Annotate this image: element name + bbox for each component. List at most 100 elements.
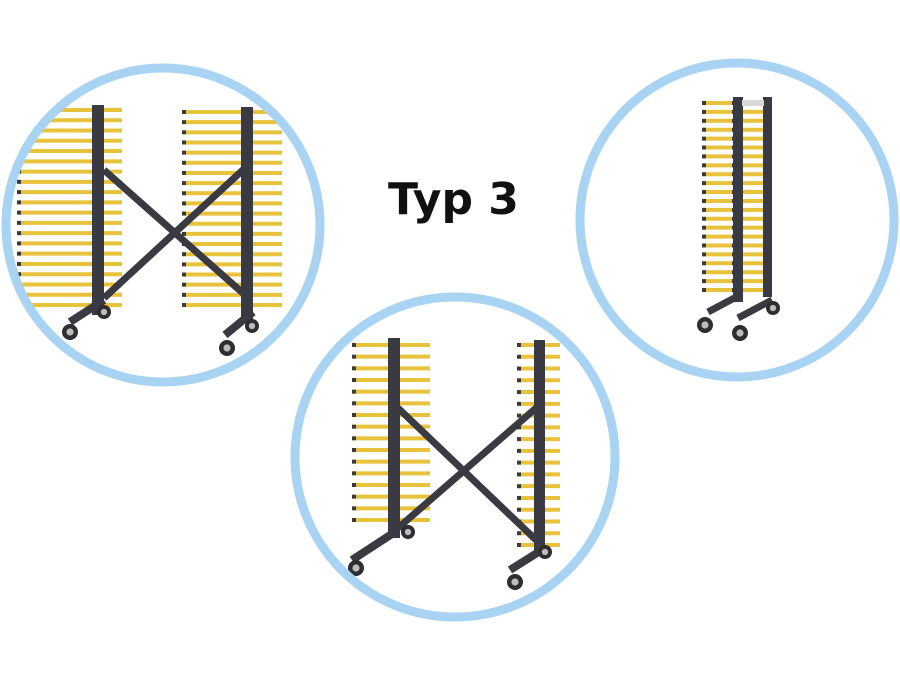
arm-tip (517, 437, 521, 442)
arm-tip (17, 108, 21, 112)
arm-tip (17, 190, 21, 195)
arm-tip (352, 354, 356, 359)
arm-tip (517, 448, 521, 453)
arm-tip (17, 241, 21, 246)
rack-post (733, 97, 743, 302)
arm-tip (702, 136, 706, 141)
arm-tip (17, 179, 21, 184)
arm-tip (702, 288, 706, 292)
arm-tip (352, 378, 356, 382)
arm-tip (352, 436, 356, 441)
arm-tip (517, 543, 521, 547)
arm-tip (352, 343, 356, 347)
arm-tip (702, 198, 706, 203)
arm-tip (182, 211, 186, 216)
arm-tip (702, 154, 706, 159)
arm-tip (17, 251, 21, 256)
view-ring (575, 58, 899, 382)
arm-tip (702, 207, 706, 212)
arm-tip (182, 191, 186, 196)
arm-tip (702, 127, 706, 132)
rack-post (534, 340, 545, 555)
arm-tip (352, 413, 356, 417)
arm-tip (17, 303, 21, 307)
arm-tip (352, 459, 356, 464)
arm-tip (517, 472, 521, 477)
arm-tip (17, 220, 21, 225)
arm-tip (182, 181, 186, 186)
wheel-hub (100, 308, 108, 316)
arm-tip (352, 494, 356, 499)
rack-top-plate (742, 100, 764, 106)
wheel-hub (511, 578, 519, 586)
rack-foot (222, 308, 256, 339)
arm-tip (702, 101, 706, 105)
page-title: Typ 3 (388, 174, 519, 225)
arm-tip (17, 272, 21, 277)
arm-tip (702, 216, 706, 221)
arm-tip (17, 128, 21, 133)
view-ring (1, 63, 325, 387)
arm-tip (702, 172, 706, 177)
arm-tip (17, 118, 21, 123)
arm-tip (352, 401, 356, 406)
wheel-hub (736, 329, 744, 337)
rack-foot (706, 291, 742, 316)
arm-tip (182, 110, 186, 114)
arm-tip (702, 163, 706, 168)
arm-tip (702, 109, 706, 114)
arm-tip (182, 231, 186, 236)
wheel-hub (404, 528, 412, 536)
arm-tip (352, 506, 356, 511)
arm-tip (702, 279, 706, 284)
arm-tip (702, 261, 706, 266)
arm-tip (352, 389, 356, 394)
arm-tip (517, 343, 521, 347)
arm-tip (352, 366, 356, 371)
arm-tip (17, 200, 21, 205)
rack-post (388, 338, 400, 538)
wheel-hub (769, 304, 777, 312)
rack-post (92, 105, 104, 315)
arm-tip (702, 252, 706, 257)
arm-tip (182, 150, 186, 155)
arm-tip (517, 366, 521, 371)
arm-tip (352, 424, 356, 429)
arm-tip (702, 270, 706, 275)
arm-tip (182, 201, 186, 206)
arm-tip (702, 118, 706, 123)
arm-tip (182, 252, 186, 257)
arm-tip (517, 531, 521, 536)
arm-tip (182, 292, 186, 297)
arm-tip (517, 507, 521, 512)
rack-post (763, 97, 772, 297)
arm-tip (517, 495, 521, 500)
arm-tip (352, 471, 356, 476)
arm-tip (702, 190, 706, 195)
arm-tip (182, 262, 186, 267)
wheel-hub (541, 548, 549, 556)
arm-tip (182, 160, 186, 165)
arm-tip (182, 282, 186, 287)
arm-tip (17, 138, 21, 143)
rack-foot (349, 526, 401, 564)
arm-tip (517, 390, 521, 395)
cross-brace (101, 165, 248, 301)
arm-tip (182, 140, 186, 145)
wheel-hub (66, 328, 74, 336)
arm-tip (517, 378, 521, 383)
arm-tip (352, 448, 356, 452)
wheel-hub (701, 321, 709, 329)
arm-tip (182, 130, 186, 135)
arm-tip (17, 210, 21, 215)
arm-tip (182, 170, 186, 175)
arm-tip (352, 518, 356, 522)
rack-foot (67, 296, 107, 326)
arm-tip (517, 401, 521, 406)
wheel-hub (352, 564, 360, 572)
rack-view-side (575, 58, 899, 382)
arm-tip (182, 272, 186, 277)
arm-tip (517, 484, 521, 489)
wheel-hub (248, 322, 256, 330)
